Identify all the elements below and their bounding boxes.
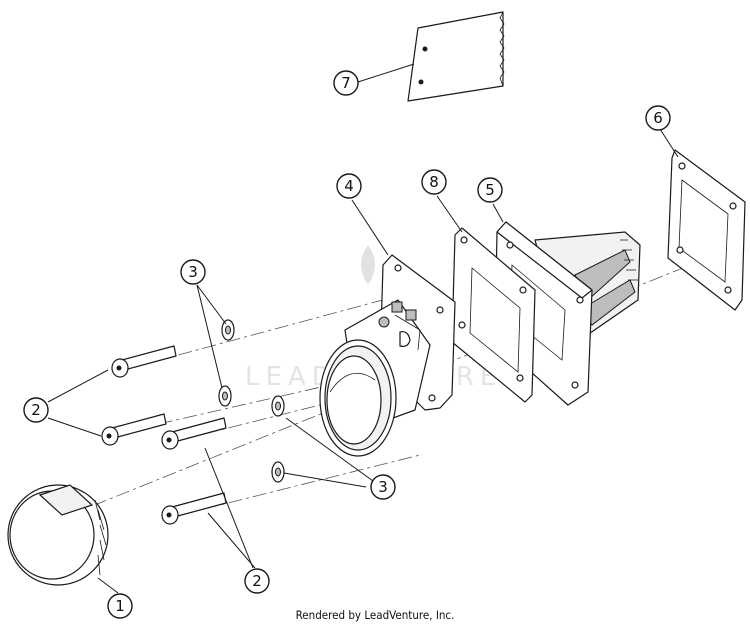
callout-3-upper: 3 <box>180 259 206 285</box>
part-6-gasket-rear <box>667 149 746 311</box>
part-1-hose-clamp <box>7 484 109 586</box>
part-5-reed-cage <box>494 221 641 406</box>
callout-6-label: 6 <box>653 109 663 127</box>
callout-3-upper-label: 3 <box>188 263 198 281</box>
callout-2-bottom-label: 2 <box>252 572 262 590</box>
leader-lines <box>47 63 679 594</box>
part-7-reed-petal <box>407 11 505 102</box>
callout-4: 4 <box>336 173 362 199</box>
callout-7-label: 7 <box>341 74 351 92</box>
callout-5: 5 <box>477 177 503 203</box>
callout-3-lower: 3 <box>370 474 396 500</box>
callout-7: 7 <box>333 70 359 96</box>
callout-8: 8 <box>421 169 447 195</box>
callout-3-lower-label: 3 <box>378 478 388 496</box>
callout-2-left: 2 <box>23 397 49 423</box>
part-2-bolts <box>101 345 227 525</box>
callout-8-label: 8 <box>429 173 439 191</box>
callout-1: 1 <box>107 593 133 619</box>
callout-6: 6 <box>645 105 671 131</box>
render-credit: Rendered by LeadVenture, Inc. <box>295 608 455 622</box>
part-4-intake-manifold <box>319 254 456 457</box>
callout-5-label: 5 <box>485 181 495 199</box>
callout-2-left-label: 2 <box>31 401 41 419</box>
part-8-gasket <box>451 227 536 403</box>
callout-2-bottom: 2 <box>244 568 270 594</box>
part-3-washers <box>218 319 285 483</box>
callout-1-label: 1 <box>115 597 125 615</box>
callout-4-label: 4 <box>344 177 354 195</box>
